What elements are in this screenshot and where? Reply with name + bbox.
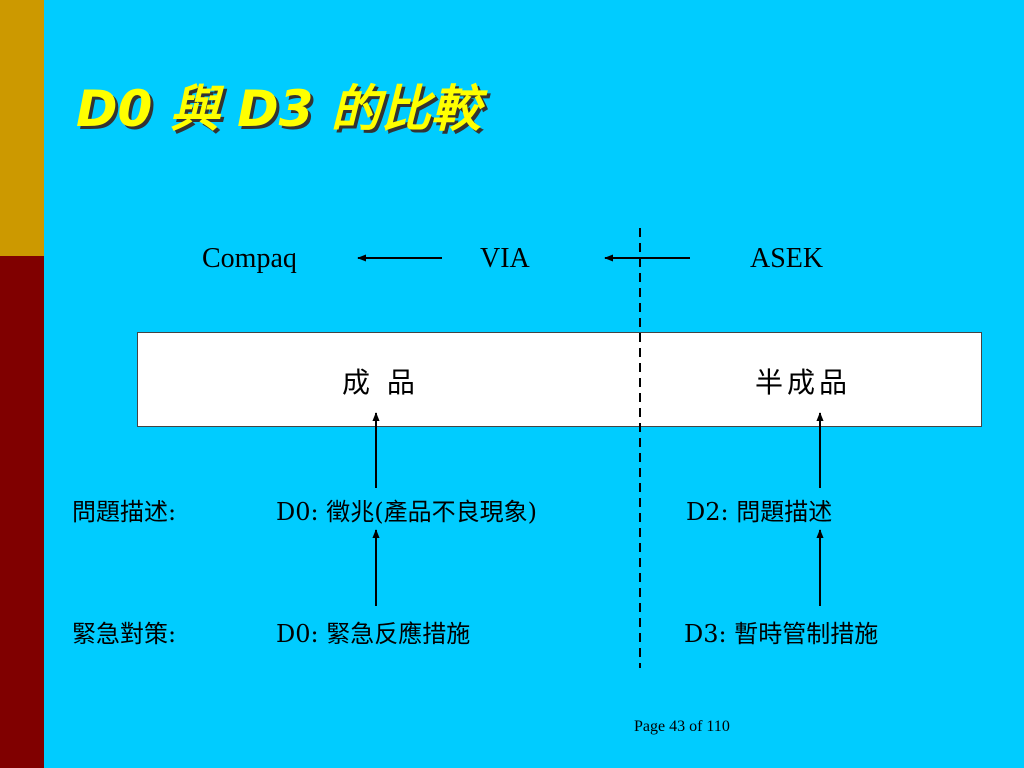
action-row-label: 緊急對策: <box>72 620 177 648</box>
via-label: VIA <box>480 243 530 274</box>
page-number: Page 43 of 110 <box>634 718 730 735</box>
slide-title: D0 與 D3 的比較 <box>76 80 481 138</box>
problem-d2-text: D2: 問題描述 <box>686 498 833 526</box>
problem-row-label: 問題描述: <box>72 498 177 526</box>
problem-d0-text: D0: 徵兆(產品不良現象) <box>276 498 537 526</box>
product-stage-box <box>137 332 982 427</box>
compaq-label: Compaq <box>202 243 297 274</box>
asek-label: ASEK <box>750 243 824 274</box>
action-d3-text: D3: 暫時管制措施 <box>684 620 879 648</box>
finished-product-label: 成 品 <box>342 366 419 399</box>
accent-bar-bottom <box>0 256 44 768</box>
accent-bar-top <box>0 0 44 256</box>
action-d0-text: D0: 緊急反應措施 <box>276 620 471 648</box>
semi-finished-product-label: 半成品 <box>755 366 852 399</box>
